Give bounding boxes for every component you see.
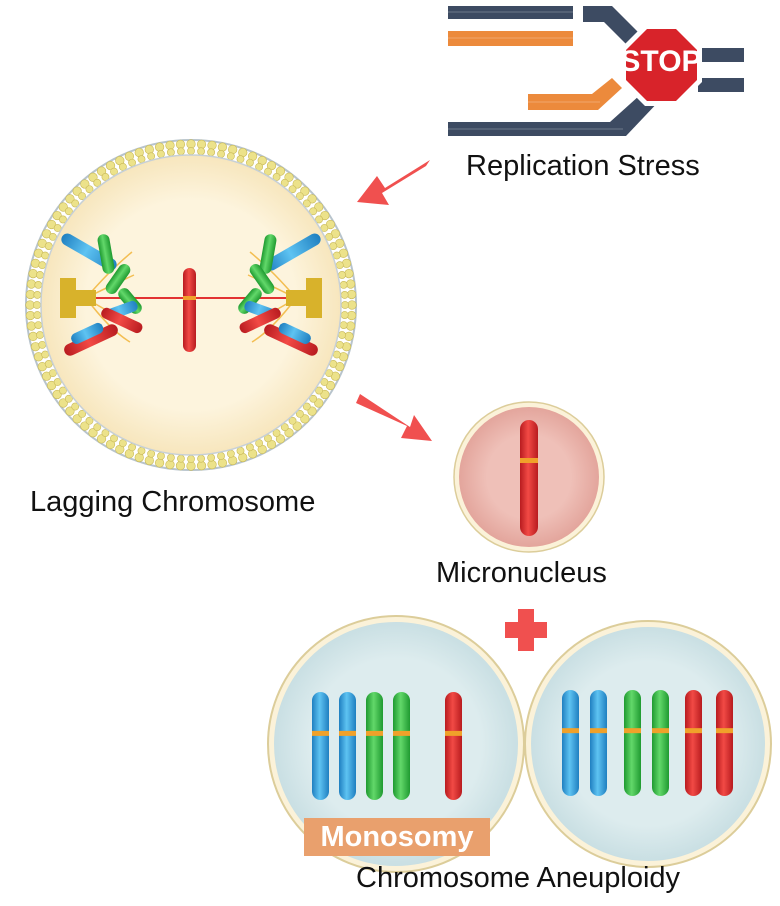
- chromosome-aneuploidy-label: Chromosome Aneuploidy: [356, 862, 681, 894]
- chromosome: [562, 690, 579, 796]
- micronucleus: [453, 401, 605, 553]
- chromosome: [590, 690, 607, 796]
- chromosome: [339, 692, 356, 800]
- chromosome: [624, 690, 641, 796]
- micronucleus-label: Micronucleus: [436, 557, 607, 589]
- daughter-cell-trisomy: [524, 620, 772, 868]
- chromosome: [366, 692, 383, 800]
- replication-fork-icon: [448, 6, 744, 136]
- chromosome: [312, 692, 329, 800]
- chromosome: [652, 690, 669, 796]
- mitotic-cell: [25, 139, 357, 471]
- chromosome: [685, 690, 702, 796]
- daughter-cell-monosomy: [267, 615, 525, 873]
- chromosome-cluster-left: [61, 233, 143, 356]
- lagging-chromosome-label: Lagging Chromosome: [30, 486, 316, 518]
- chromosome-cluster-right: [238, 233, 321, 356]
- chromosome: [716, 690, 733, 796]
- stop-sign-icon: [621, 24, 702, 106]
- monosomy-badge: Monosomy: [304, 818, 490, 856]
- chromosome: [393, 692, 410, 800]
- lagging-chromosome: [183, 268, 196, 352]
- plus-icon: [505, 609, 547, 651]
- replication-stress-label: Replication Stress: [466, 150, 700, 182]
- chromosome: [445, 692, 462, 800]
- stop-sign-label: STOP: [620, 45, 702, 78]
- arrow-icon: [356, 394, 432, 441]
- arrow-icon: [357, 160, 430, 205]
- cell-membrane: [25, 139, 357, 471]
